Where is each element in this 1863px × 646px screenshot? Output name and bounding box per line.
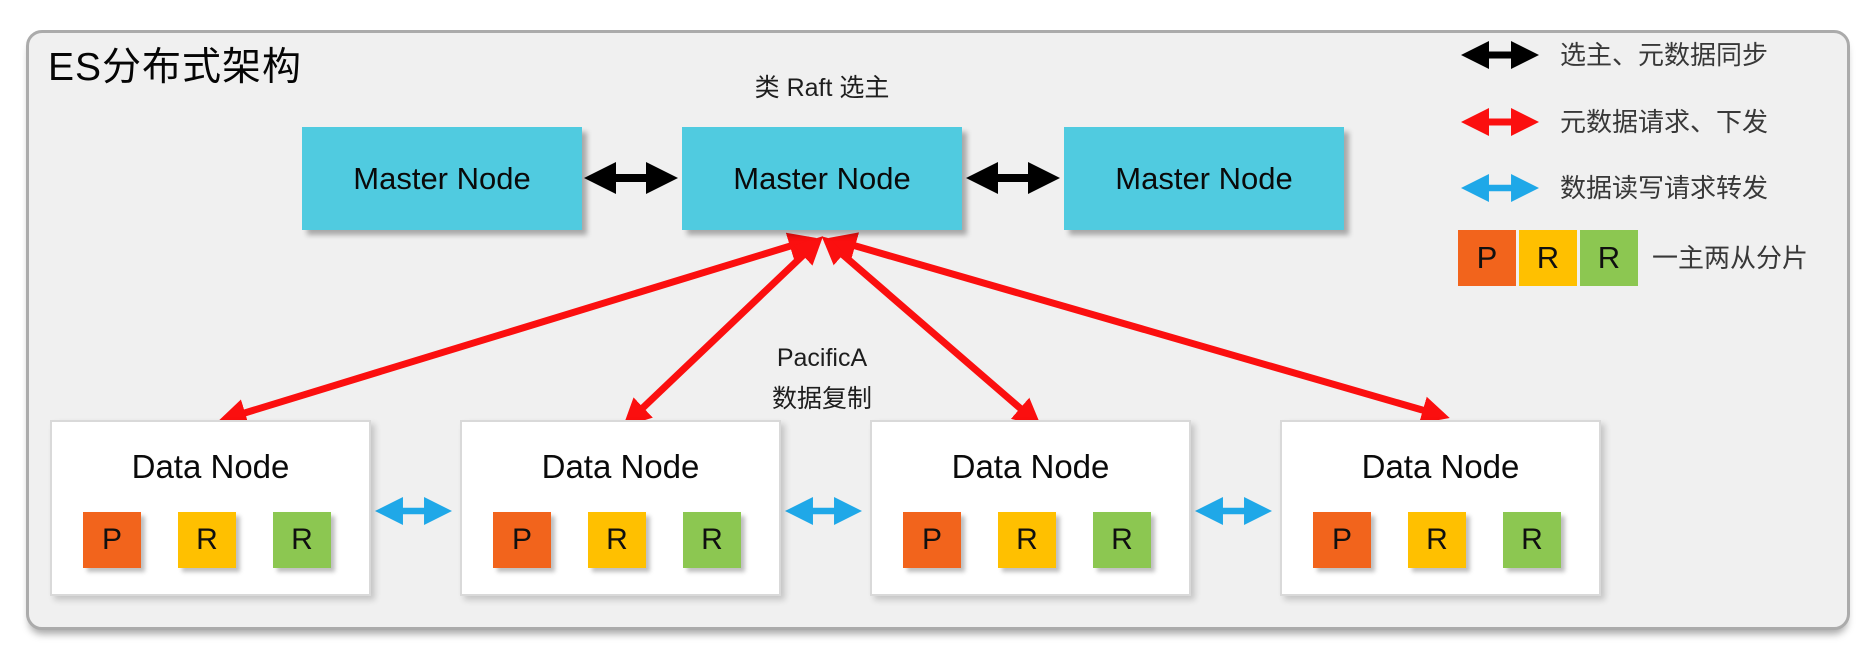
replica-shard: R [273, 512, 331, 568]
replica-shard: R [1503, 512, 1561, 568]
legend-replica-shard: R [1580, 230, 1638, 286]
data-node-label: Data Node [541, 448, 700, 485]
raft-election-annotation: 类 Raft 选主 [754, 74, 890, 102]
replica-shard: R [998, 512, 1056, 568]
legend-label-data-forward: 数据读写请求转发 [1560, 173, 1769, 203]
pacifica-annotation: PacificA 数据复制 [672, 338, 972, 420]
replica-shard: R [683, 512, 741, 568]
primary-shard: P [1313, 512, 1371, 568]
master-node-2: Master Node [682, 127, 962, 230]
legend-primary-shard: P [1458, 230, 1516, 286]
data-node-4: Data Node P R R [1280, 420, 1601, 596]
data-node-3: Data Node P R R [870, 420, 1191, 596]
master-node-3: Master Node [1064, 127, 1344, 230]
pacifica-annotation-line1: PacificA [776, 344, 868, 372]
data-node-label: Data Node [1361, 448, 1520, 485]
legend-shard-group: P R R [1458, 230, 1638, 286]
legend-label-metadata: 元数据请求、下发 [1560, 107, 1769, 137]
data-node-label: Data Node [951, 448, 1110, 485]
page-title: ES分布式架构 [48, 46, 303, 89]
master-node-label: Master Node [1115, 160, 1293, 196]
legend-replica-shard: R [1519, 230, 1577, 286]
master-node-label: Master Node [733, 160, 911, 196]
replica-shard: R [1093, 512, 1151, 568]
replica-shard: R [588, 512, 646, 568]
data-node-2: Data Node P R R [460, 420, 781, 596]
primary-shard: P [903, 512, 961, 568]
legend-label-shards: 一主两从分片 [1652, 243, 1809, 273]
pacifica-annotation-line2: 数据复制 [771, 385, 872, 413]
replica-shard: R [1408, 512, 1466, 568]
master-node-label: Master Node [353, 160, 531, 196]
primary-shard: P [493, 512, 551, 568]
data-node-label: Data Node [131, 448, 290, 485]
primary-shard: P [83, 512, 141, 568]
master-node-1: Master Node [302, 127, 582, 230]
replica-shard: R [178, 512, 236, 568]
legend-label-master-sync: 选主、元数据同步 [1560, 40, 1769, 70]
data-node-1: Data Node P R R [50, 420, 371, 596]
